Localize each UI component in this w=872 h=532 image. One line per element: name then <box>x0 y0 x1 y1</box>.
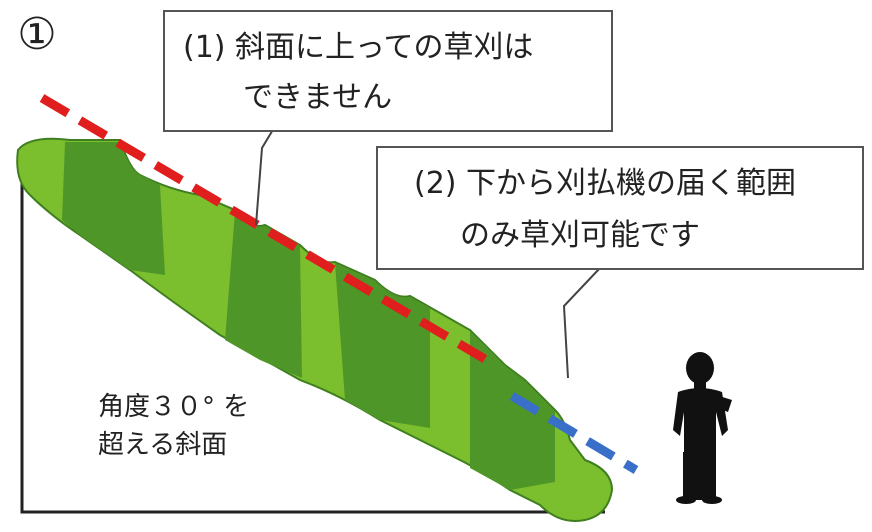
slope-frame-outline <box>20 160 605 514</box>
callout-box-possible: (2) 下から刈払機の届く範囲 のみ草刈可能です <box>376 146 864 270</box>
callout-2-line-1: (2) 下から刈払機の届く範囲 <box>414 166 797 201</box>
grass-patch-dark-4 <box>470 331 555 490</box>
callout-1-line-1: (1) 斜面に上っての草刈は <box>183 30 534 65</box>
grass-patch-dark-2 <box>225 212 302 378</box>
slope-label-line-1: 角度３０° を <box>98 392 250 422</box>
blue-dashed-reach-line <box>509 392 639 474</box>
figure-number-label: ① <box>17 9 57 60</box>
callout-1-leader <box>255 127 275 226</box>
callout-2-leader <box>562 267 601 379</box>
person-silhouette-icon <box>673 352 732 504</box>
grass-patch-dark-1 <box>62 142 165 275</box>
slope-angle-label: 角度３０° を 超える斜面 <box>98 388 249 464</box>
callout-2-line-2: のみ草刈可能です <box>460 218 700 253</box>
slope-label-line-2: 超える斜面 <box>98 430 228 460</box>
callout-box-not-possible: (1) 斜面に上っての草刈は できません <box>163 10 613 132</box>
grass-patch-dark-3 <box>335 263 430 428</box>
callout-1-line-2: できません <box>243 80 393 115</box>
